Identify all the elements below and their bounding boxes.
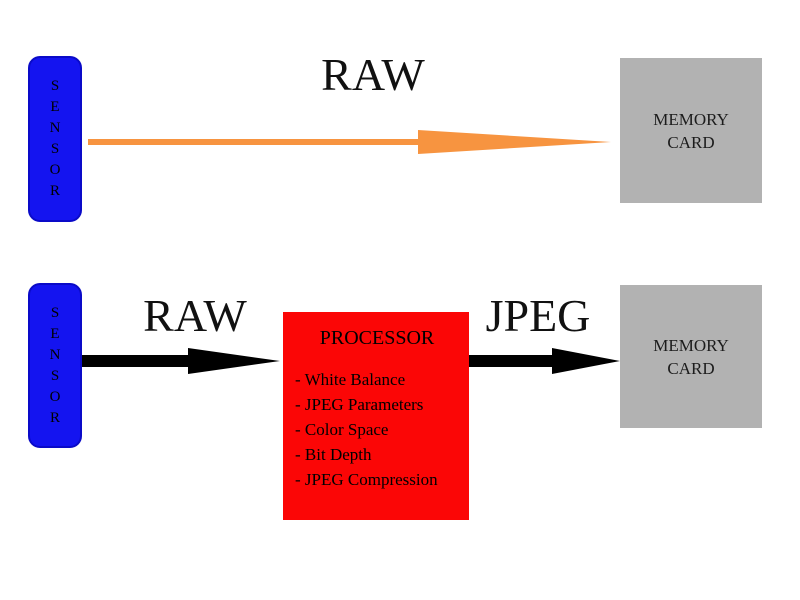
processor-item-color-space: - Color Space: [295, 420, 389, 439]
sensor-box-top: SENSOR: [28, 56, 82, 222]
memory-card-box-top: MEMORY CARD: [620, 58, 762, 203]
memory-card-box-bottom: MEMORY CARD: [620, 285, 762, 428]
processor-item-jpeg-compression: - JPEG Compression: [295, 470, 438, 489]
jpeg-to-memory-arrow-line: [469, 355, 555, 367]
processor-item-jpeg-parameters: - JPEG Parameters: [295, 395, 424, 414]
processor-title: PROCESSOR: [319, 327, 435, 349]
processor-box: PROCESSOR - White Balance - JPEG Paramet…: [283, 312, 469, 520]
processor-item-white-balance: - White Balance: [295, 370, 406, 389]
raw-to-processor-arrow-line: [82, 355, 194, 367]
memory-card-label-line2-bottom: CARD: [667, 358, 715, 378]
raw-label-bottom: RAW: [143, 290, 247, 341]
jpeg-to-memory-arrowhead-icon: [552, 348, 620, 374]
sensor-label-top: SENSOR: [49, 78, 61, 199]
jpeg-label: JPEG: [485, 290, 591, 341]
processor-item-bit-depth: - Bit Depth: [295, 445, 372, 464]
memory-card-label-line1-bottom: MEMORY: [653, 335, 729, 355]
raw-arrow-line: [88, 139, 421, 145]
raw-arrowhead-icon: [418, 130, 611, 154]
sensor-label-bottom: SENSOR: [49, 304, 61, 426]
sensor-box-bottom: SENSOR: [28, 283, 82, 448]
memory-card-label-line1-top: MEMORY: [653, 109, 729, 129]
memory-card-label-line2-top: CARD: [667, 132, 715, 152]
raw-to-processor-arrowhead-icon: [188, 348, 280, 374]
raw-label-top: RAW: [321, 49, 425, 100]
